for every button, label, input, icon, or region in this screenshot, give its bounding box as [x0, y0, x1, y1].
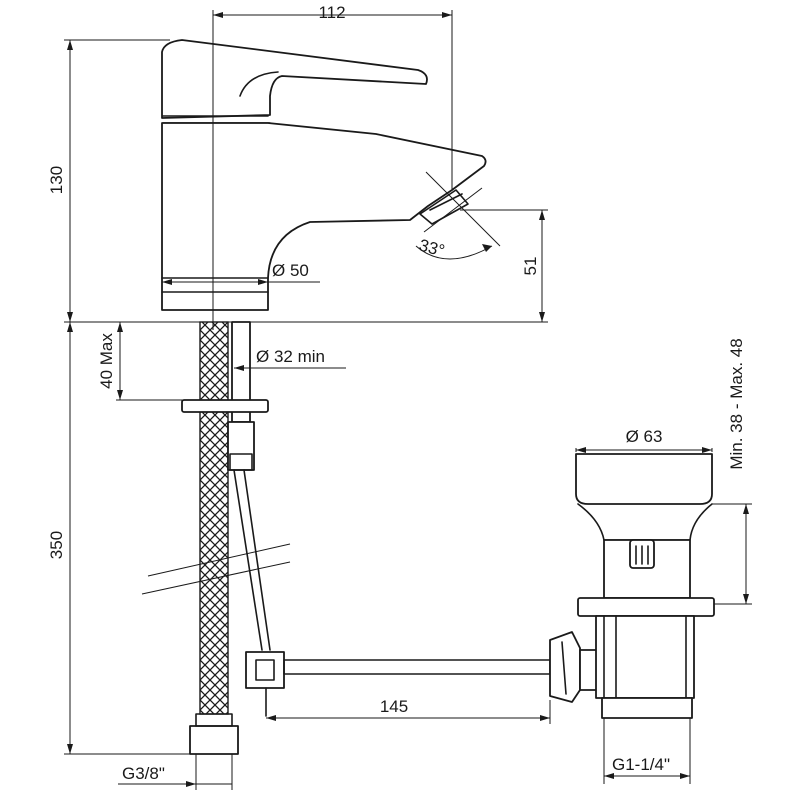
- drain-linkage: [245, 631, 599, 717]
- pull-rod: [233, 469, 271, 651]
- dim-hose-thread: G3/8": [118, 754, 233, 790]
- drain-assembly: [575, 453, 715, 719]
- label-drain-range: Min. 38 - Max. 48: [727, 338, 746, 469]
- label-hose-thread: G3/8": [122, 764, 165, 783]
- dim-hose-length: 350: [47, 322, 190, 755]
- hose-nut: [189, 725, 239, 755]
- faucet-body: [161, 39, 501, 311]
- dim-drain-range: Min. 38 - Max. 48: [712, 338, 752, 605]
- label-spout-angle: 33°: [417, 236, 447, 261]
- label-max-thickness: 40 Max: [97, 333, 116, 389]
- dim-height-faucet: 130: [47, 39, 170, 322]
- dim-hole-diameter: Ø 32 min: [234, 347, 346, 371]
- dim-top-width: 112: [212, 3, 453, 190]
- supply-hose: [189, 321, 239, 755]
- label-top-width: 112: [318, 3, 345, 22]
- dim-base-diameter: Ø 50: [162, 261, 320, 285]
- dim-max-thickness: 40 Max: [97, 322, 200, 401]
- label-drain-thread: G1-1/4": [612, 755, 670, 774]
- faucet-column: [161, 122, 487, 311]
- label-base-diameter: Ø 50: [272, 261, 309, 280]
- label-hose-length: 350: [47, 531, 66, 559]
- dim-spout-height: 51: [460, 209, 548, 322]
- label-height-faucet: 130: [47, 166, 66, 194]
- dim-rod-length: 145: [266, 697, 551, 724]
- dim-drain-thread: G1-1/4": [603, 718, 691, 784]
- label-rod-length: 145: [380, 697, 408, 716]
- label-drain-diameter: Ø 63: [626, 427, 663, 446]
- drain-cap: [575, 453, 713, 505]
- label-hole-diameter: Ø 32 min: [256, 347, 325, 366]
- dim-drain-diameter: Ø 63: [575, 427, 713, 453]
- aerator: [419, 189, 469, 225]
- label-spout-height: 51: [521, 257, 540, 276]
- faucet-handle: [161, 39, 428, 119]
